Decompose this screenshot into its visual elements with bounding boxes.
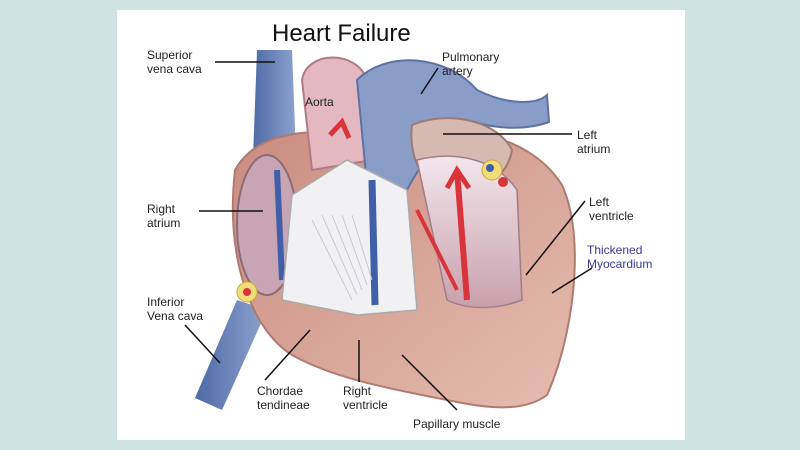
left-ventricle-flow [454, 169, 470, 301]
label-inferior-vena-cava: Inferior Vena cava [147, 295, 204, 323]
label-right-atrium: Right atrium [147, 202, 181, 230]
label-left-atrium: Left atrium [577, 128, 611, 156]
right-ventricle-flow [368, 179, 379, 306]
label-papillary-muscle: Papillary muscle [413, 417, 501, 431]
label-aorta: Aorta [305, 95, 334, 109]
right-ventricle-chamber [281, 159, 418, 316]
label-thickened-myocardium: Thickened Myocardium [587, 243, 653, 271]
label-left-ventricle: Left ventricle [589, 195, 634, 223]
inferior-vena-cava [195, 300, 267, 410]
diagram-title: Heart Failure [272, 20, 411, 47]
heart-illustration [184, 50, 593, 411]
label-chordae-tendineae: Chordae tendineae [257, 384, 310, 412]
right-atrium-flow [274, 169, 285, 281]
label-right-ventricle: Right ventricle [343, 384, 388, 412]
label-superior-vena-cava: Superior vena cava [147, 48, 202, 76]
diagram-card: Heart Failure Superior vena cava Aorta P… [117, 10, 685, 440]
left-ventricle-chamber [416, 155, 523, 309]
left-atrium-arrow [444, 165, 472, 190]
leader-lines [184, 61, 593, 411]
chordae-strands [311, 214, 373, 301]
aorta-arrow [328, 117, 352, 140]
label-pulmonary-artery: Pulmonary artery [442, 50, 500, 78]
